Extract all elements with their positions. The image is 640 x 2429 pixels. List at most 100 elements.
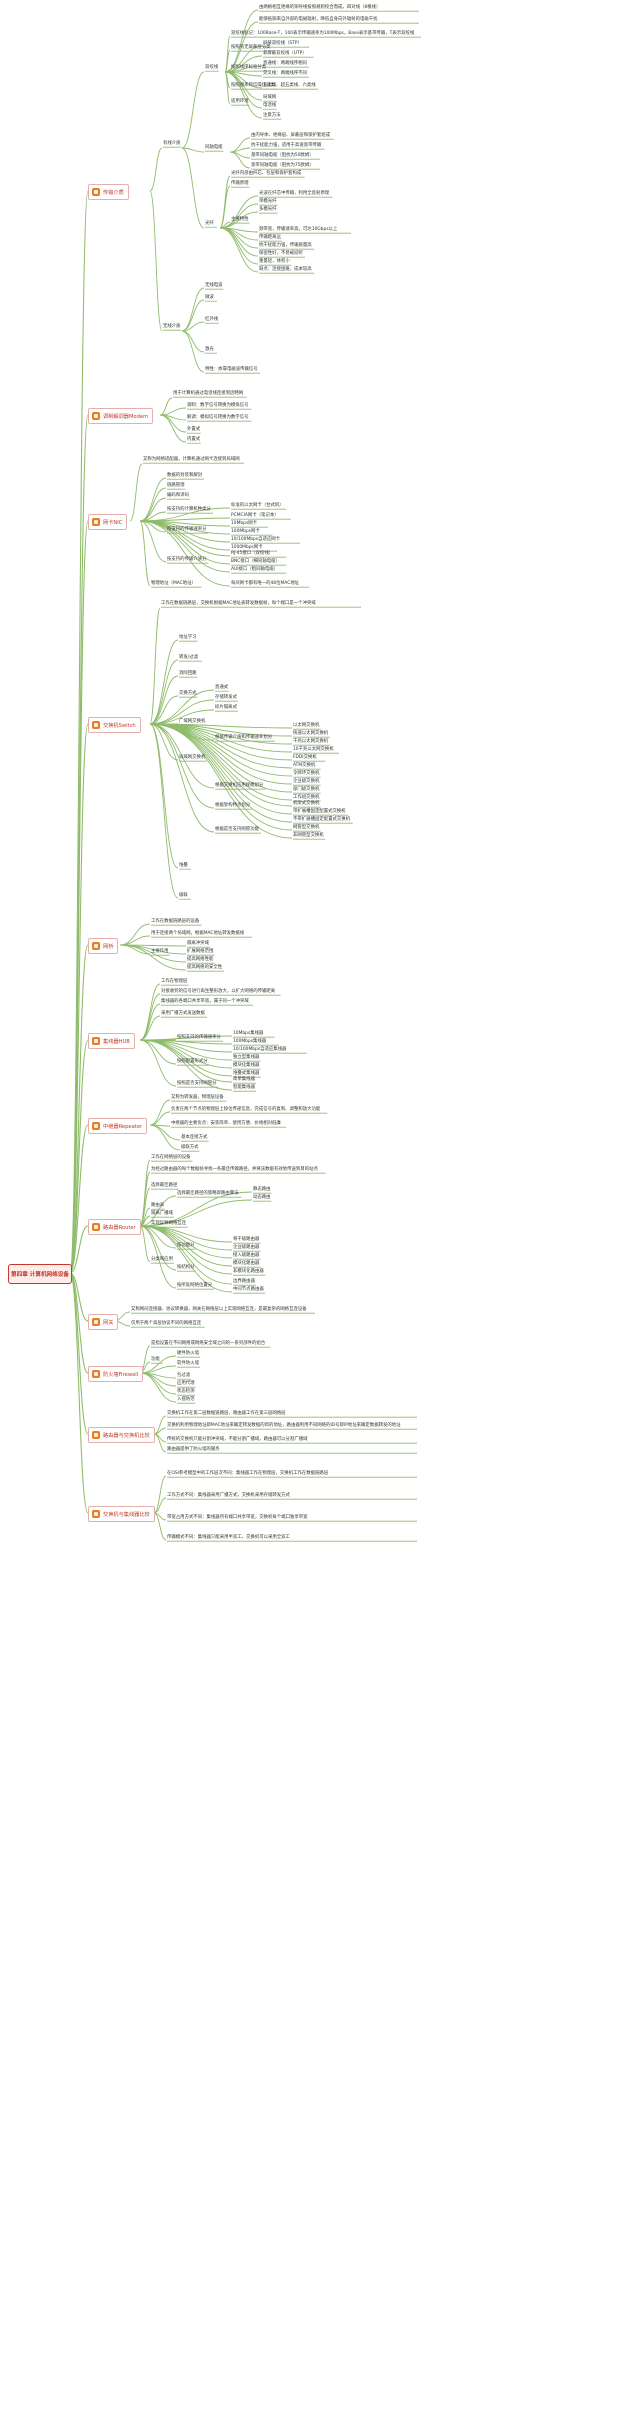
mindmap-node[interactable]: 堆叠 <box>179 863 188 868</box>
mindmap-node[interactable]: RJ-45接口（双绞线） <box>231 551 274 556</box>
mindmap-node[interactable]: 按照线序标准分类 <box>231 65 267 70</box>
mindmap-node[interactable]: 快速以太网交换机 <box>293 731 329 736</box>
mindmap-node[interactable]: 按支持的计算机种类分 <box>167 507 211 512</box>
root-topic[interactable]: 第四章 计算机网络设备 <box>8 1264 72 1284</box>
mindmap-node[interactable]: 动态路由 <box>253 1195 271 1200</box>
topic-2[interactable]: 网卡NIC <box>88 514 128 530</box>
mindmap-node[interactable]: 双绞线 <box>205 65 219 70</box>
mindmap-node[interactable]: 采用广播方式发送数据 <box>161 1011 205 1016</box>
mindmap-node[interactable]: 硬件防火墙 <box>177 1351 199 1356</box>
topic-0[interactable]: 传输介质 <box>88 184 129 200</box>
topic-5[interactable]: 集线器HUB <box>88 1033 135 1049</box>
mindmap-node[interactable]: 光纤 <box>205 221 214 226</box>
mindmap-node[interactable]: 10Mbps集线器 <box>233 1031 264 1036</box>
mindmap-node[interactable]: 激光 <box>205 347 214 352</box>
mindmap-node[interactable]: AUI接口（粗同轴电缆） <box>231 567 279 572</box>
mindmap-node[interactable]: 链路管理 <box>167 483 185 488</box>
mindmap-node[interactable]: 企业级交换机 <box>293 779 320 784</box>
mindmap-node[interactable]: 主要作用 <box>151 949 169 954</box>
mindmap-node[interactable]: 有线介质 <box>163 141 181 146</box>
mindmap-node[interactable]: 是指设置在不同网络或网络安全域之间的一系列部件的组合 <box>151 1341 266 1346</box>
mindmap-node[interactable]: 企业级路由器 <box>233 1245 260 1250</box>
mindmap-node[interactable]: 边界路由器 <box>233 1279 255 1284</box>
mindmap-node[interactable]: 路由表 <box>151 1203 165 1208</box>
mindmap-node[interactable]: 入侵防范 <box>177 1397 195 1402</box>
mindmap-node[interactable]: 根据传输介质和传输速率划分 <box>215 735 273 740</box>
mindmap-node[interactable]: 电话线 <box>263 103 277 108</box>
mindmap-node[interactable]: 解调：模拟信号转换为数字信号 <box>187 415 249 420</box>
mindmap-node[interactable]: 传输模式不同：集线器只能采用半双工，交换机可以采用全双工 <box>167 1535 290 1540</box>
mindmap-node[interactable]: 按照配置形式分 <box>177 1059 208 1064</box>
mindmap-node[interactable]: 根据是否支持网管功能 <box>215 827 259 832</box>
mindmap-node[interactable]: 局域网 <box>263 95 277 100</box>
mindmap-node[interactable]: 接入级路由器 <box>233 1253 260 1258</box>
mindmap-node[interactable]: 消除回路 <box>179 671 197 676</box>
mindmap-node[interactable]: 工作方式不同：集线器采用广播方式，交换机采用存储转发方式 <box>167 1493 290 1498</box>
mindmap-node[interactable]: 光波在纤芯中传输，利用全反射原理 <box>259 191 330 196</box>
mindmap-node[interactable]: FDDI交换机 <box>293 755 317 760</box>
mindmap-node[interactable]: 工作在物理层 <box>161 979 188 984</box>
mindmap-node[interactable]: 选择最佳路径 <box>151 1183 178 1188</box>
mindmap-node[interactable]: 堆叠式集线器 <box>233 1071 260 1076</box>
mindmap-node[interactable]: 扩展网络范围 <box>187 949 214 954</box>
mindmap-node[interactable]: 缺点：连接困难，成本较高 <box>259 267 312 272</box>
mindmap-node[interactable]: 由内导体、绝缘层、屏蔽层和保护套组成 <box>251 133 331 138</box>
topic-3[interactable]: 交换机Switch <box>88 717 141 733</box>
mindmap-node[interactable]: 实现异种网络互连 <box>151 1221 187 1226</box>
mindmap-node[interactable]: 按所处网络位置分 <box>177 1283 213 1288</box>
topic-1[interactable]: 调制解调器Modem <box>88 408 154 424</box>
mindmap-node[interactable]: 10千兆以太网交换机 <box>293 747 334 752</box>
mindmap-node[interactable]: 数据的封装和解封 <box>167 473 203 478</box>
topic-9[interactable]: 防火墙Firewall <box>88 1366 144 1382</box>
mindmap-node[interactable]: BNC接口（细同轴电缆） <box>231 559 280 564</box>
mindmap-node[interactable]: 抗干扰能力强，传输质量高 <box>259 243 312 248</box>
mindmap-node[interactable]: 负责在两个节点的物理层上按位传递信息，完成信号的复制、调整和放大功能 <box>171 1107 321 1112</box>
mindmap-node[interactable]: 100Mbps集线器 <box>233 1039 267 1044</box>
mindmap-node[interactable]: 按照频率和信噪比分类 <box>231 83 275 88</box>
mindmap-node[interactable]: 外置式 <box>187 427 201 432</box>
mindmap-node[interactable]: 按照有无屏蔽层分类 <box>231 45 271 50</box>
mindmap-node[interactable]: 同轴电缆 <box>205 145 223 150</box>
mindmap-node[interactable]: 级联 <box>179 893 188 898</box>
mindmap-node[interactable]: ATM交换机 <box>293 763 316 768</box>
mindmap-node[interactable]: 提高网络性能 <box>187 957 214 962</box>
mindmap-node[interactable]: 特性：依靠电磁波传输信号 <box>205 367 258 372</box>
mindmap-node[interactable]: 传输原理 <box>231 181 249 186</box>
mindmap-node[interactable]: 状态检测 <box>177 1389 195 1394</box>
mindmap-node[interactable]: 非屏蔽双绞线（UTP） <box>263 51 307 56</box>
mindmap-node[interactable]: 交换机工作在第二层数据链路层，路由器工作在第三层网络层 <box>167 1411 286 1416</box>
mindmap-node[interactable]: 按照是否支持网管分 <box>177 1081 217 1086</box>
mindmap-node[interactable]: 选择最佳路径的策略即路由算法 <box>177 1191 239 1196</box>
mindmap-node[interactable]: 按支持的传输介质分 <box>167 557 207 562</box>
mindmap-node[interactable]: 调制：数字信号转换为模拟信号 <box>187 403 249 408</box>
mindmap-node[interactable]: 机架式交换机 <box>293 801 320 806</box>
mindmap-node[interactable]: 基带同轴电缆（阻抗为50欧姆） <box>251 153 314 158</box>
mindmap-node[interactable]: 提高网络的安全性 <box>187 965 223 970</box>
mindmap-node[interactable]: 10/100Mbps自适应集线器 <box>233 1047 287 1052</box>
mindmap-node[interactable]: 100Mbps网卡 <box>231 529 260 534</box>
mindmap-node[interactable]: 中继器的主要优点：安装简单、使用方便、价格相对低廉 <box>171 1121 281 1126</box>
mindmap-node[interactable]: 包过滤 <box>177 1373 191 1378</box>
mindmap-node[interactable]: 千兆以太网交换机 <box>293 739 329 744</box>
mindmap-node[interactable]: 转发/过滤 <box>179 655 199 660</box>
mindmap-node[interactable]: 分类和应用 <box>151 1257 173 1262</box>
mindmap-node[interactable]: 交叉线：两端线序不同 <box>263 71 307 76</box>
topic-7[interactable]: 路由器Router <box>88 1219 141 1235</box>
mindmap-node[interactable]: 骨干级路由器 <box>233 1237 260 1242</box>
mindmap-node[interactable]: 令牌环交换机 <box>293 771 320 776</box>
mindmap-node[interactable]: 按照支持的传输速率分 <box>177 1035 221 1040</box>
mindmap-node[interactable]: 模块化集线器 <box>233 1063 260 1068</box>
mindmap-node[interactable]: 非网管型交换机 <box>293 833 324 838</box>
mindmap-node[interactable]: 按功能分 <box>177 1243 195 1248</box>
mindmap-node[interactable]: 根据交换机应用规模划分 <box>215 783 264 788</box>
mindmap-node[interactable]: 标准的以太网卡（台式机） <box>231 503 284 508</box>
mindmap-node[interactable]: 屏蔽双绞线（STP） <box>263 41 302 46</box>
mindmap-node[interactable]: 带扩展槽固定配置式交换机 <box>293 809 346 814</box>
topic-10[interactable]: 路由器与交换机比较 <box>88 1427 155 1443</box>
mindmap-node[interactable]: 工作组交换机 <box>293 795 320 800</box>
mindmap-node[interactable]: 光纤内部由纤芯、包层和保护套构成 <box>231 171 302 176</box>
mindmap-node[interactable]: 又称为网络适配器，计算机通过网卡连接到局域网 <box>143 457 240 462</box>
mindmap-node[interactable]: 工作在数据链路层，交换机根据MAC地址表转发数据帧，每个端口是一个冲突域 <box>161 601 316 606</box>
mindmap-node[interactable]: 对接收到的信号进行再生整形放大，以扩大网络的传输距离 <box>161 989 276 994</box>
mindmap-node[interactable]: 又称为转发器，物理层设备 <box>171 1095 224 1100</box>
